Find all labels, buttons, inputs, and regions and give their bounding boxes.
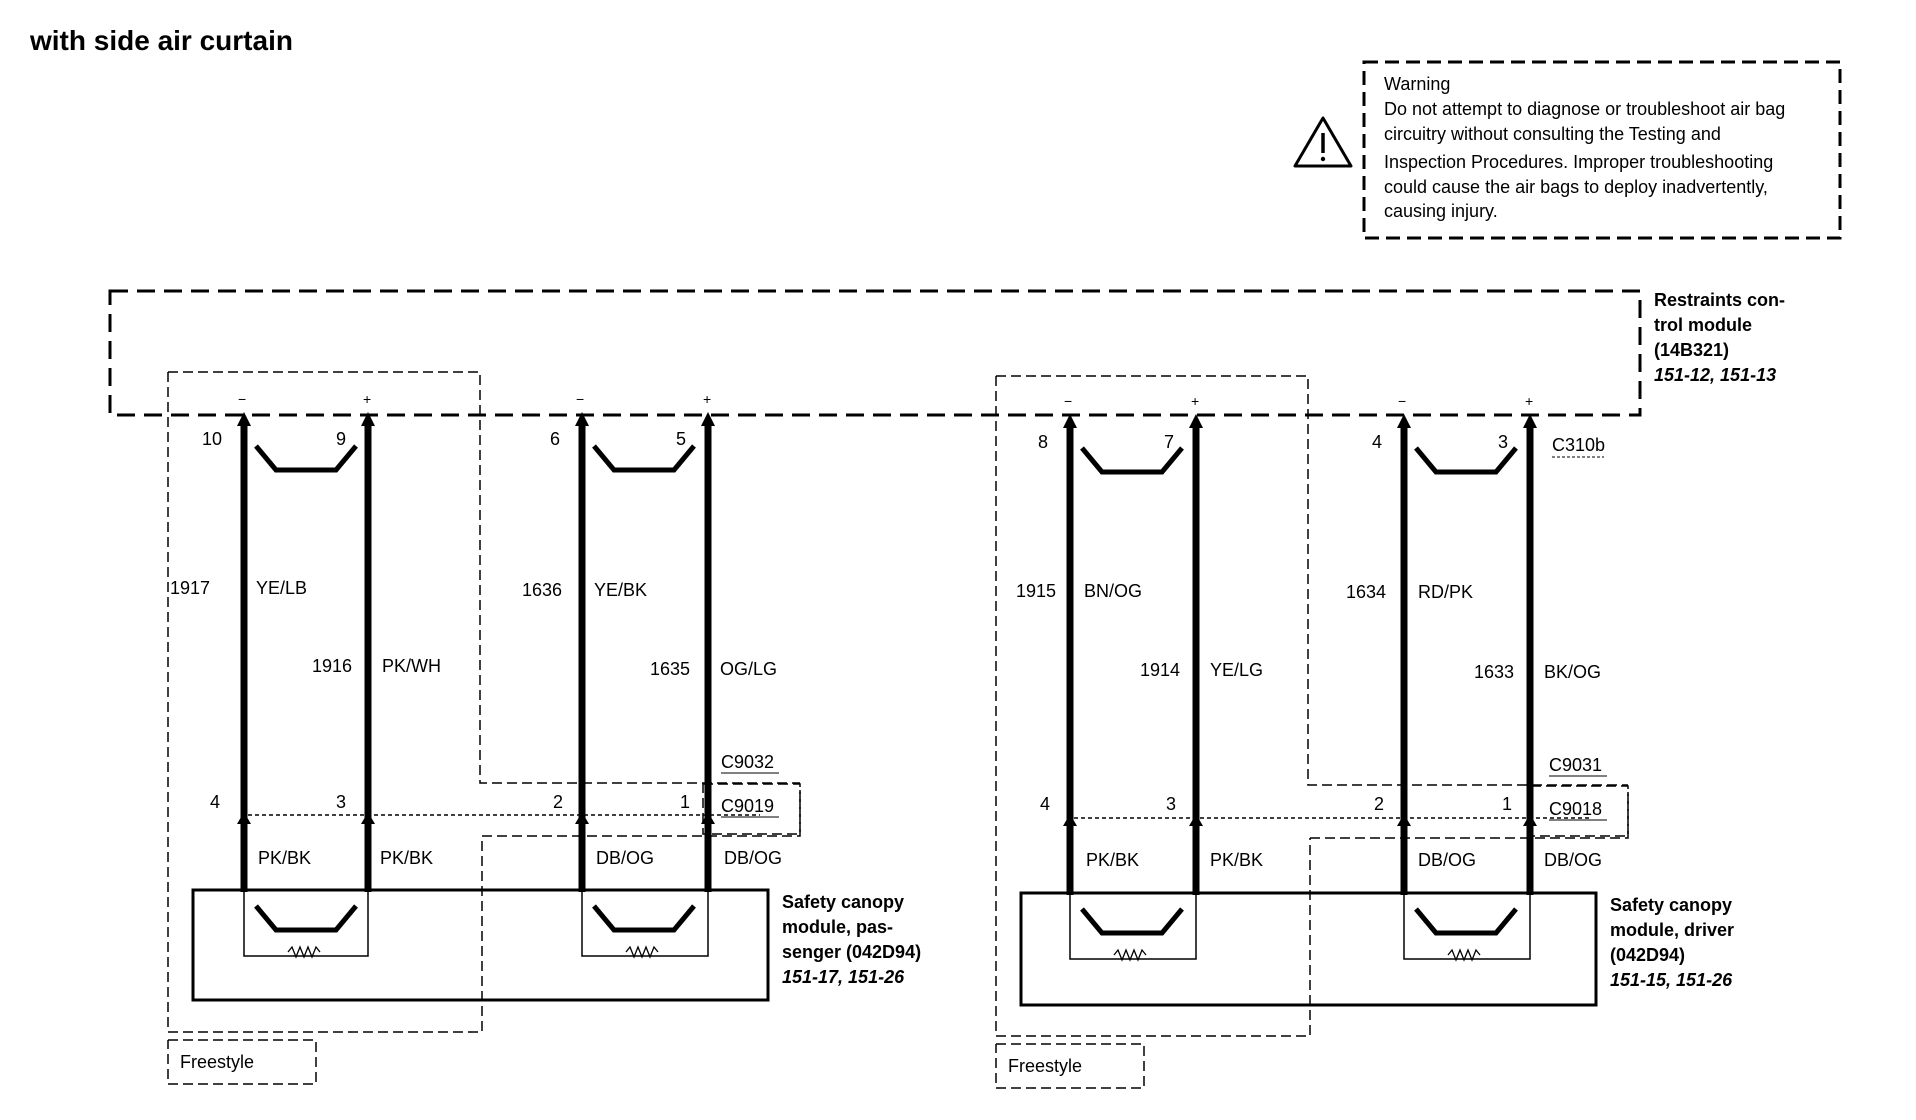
warning-line: causing injury. <box>1384 201 1498 221</box>
wire-color: PK/BK <box>258 848 311 868</box>
warning-line: circuitry without consulting the Testing… <box>1384 124 1721 144</box>
circuit-number: 1636 <box>522 580 562 600</box>
wire-color: BK/OG <box>1544 662 1601 682</box>
wire-pair-3 <box>1063 414 1203 962</box>
wire-color: DB/OG <box>596 848 654 868</box>
polarity-mark: − <box>238 391 246 407</box>
resistor-icon <box>625 945 659 959</box>
wire-color: RD/PK <box>1418 582 1473 602</box>
module-label-line: module, driver <box>1610 920 1734 940</box>
module-label-line: senger (042D94) <box>782 942 921 962</box>
pin-number: 4 <box>1372 432 1382 452</box>
restraints-control-module: Restraints con- trol module (14B321) 151… <box>108 289 1785 458</box>
module-label-line: Safety canopy <box>1610 895 1732 915</box>
wire-color: PK/BK <box>1210 850 1263 870</box>
module-label-line: module, pas- <box>782 917 893 937</box>
polarity-mark: − <box>576 391 584 407</box>
wire-color: PK/BK <box>380 848 433 868</box>
passenger-module-box <box>191 888 770 1002</box>
freestyle-label: Freestyle <box>1008 1056 1082 1076</box>
wire-pair-4 <box>1397 414 1537 962</box>
module-label-line: Safety canopy <box>782 892 904 912</box>
wire-pair-1 <box>237 412 375 959</box>
squib-bottom-icon <box>1414 907 1518 936</box>
circuit-number: 1634 <box>1346 582 1386 602</box>
circuit-number: 1914 <box>1140 660 1180 680</box>
polarity-mark: − <box>1064 393 1072 409</box>
rcm-label-line: (14B321) <box>1654 340 1729 360</box>
wire-color: PK/WH <box>382 656 441 676</box>
connector-c310b: C310b <box>1552 435 1605 455</box>
wire-color: YE/LG <box>1210 660 1263 680</box>
pin-number: 9 <box>336 429 346 449</box>
pin-number: 4 <box>1040 794 1050 814</box>
circuit-number: 1917 <box>170 578 210 598</box>
pin-number: 1 <box>1502 794 1512 814</box>
warning-line: Do not attempt to diagnose or troublesho… <box>1384 99 1785 119</box>
pin-number: 2 <box>553 792 563 812</box>
pin-number: 8 <box>1038 432 1048 452</box>
driver-module-box <box>1019 891 1598 1007</box>
squib-top-icon <box>1414 446 1518 475</box>
connector-label: C9031 <box>1549 755 1602 775</box>
wire-color: DB/OG <box>724 848 782 868</box>
pin-number: 3 <box>1498 432 1508 452</box>
squib-top-icon <box>592 444 696 473</box>
pin-number: 1 <box>680 792 690 812</box>
warning-box: Warning Do not attempt to diagnose or tr… <box>1293 60 1842 240</box>
polarity-mark: + <box>1191 393 1199 409</box>
squib-bottom-icon <box>1080 907 1184 936</box>
rcm-refs: 151-12, 151-13 <box>1654 365 1776 385</box>
wire-color: DB/OG <box>1544 850 1602 870</box>
wire-color: BN/OG <box>1084 581 1142 601</box>
pin-number: 2 <box>1374 794 1384 814</box>
connector-label: C9019 <box>721 796 774 816</box>
connector-label: C9018 <box>1549 799 1602 819</box>
wire-color: YE/LB <box>256 578 307 598</box>
squib-top-icon <box>254 444 358 473</box>
circuit-number: 1916 <box>312 656 352 676</box>
pin-number: 6 <box>550 429 560 449</box>
wire-color: PK/BK <box>1086 850 1139 870</box>
circuit-number: 1915 <box>1016 581 1056 601</box>
squib-bottom-icon <box>254 904 358 933</box>
polarity-mark: + <box>363 391 371 407</box>
warning-line: could cause the air bags to deploy inadv… <box>1384 177 1768 197</box>
module-refs: 151-15, 151-26 <box>1610 970 1733 990</box>
polarity-mark: + <box>703 391 711 407</box>
module-refs: 151-17, 151-26 <box>782 967 905 987</box>
warning-line: Inspection Procedures. Improper troubles… <box>1384 152 1773 172</box>
connector-label: C9032 <box>721 752 774 772</box>
warning-heading: Warning <box>1384 74 1450 94</box>
wire-color: OG/LG <box>720 659 777 679</box>
pin-number: 7 <box>1164 432 1174 452</box>
polarity-mark: + <box>1525 393 1533 409</box>
rcm-label-line: trol module <box>1654 315 1752 335</box>
pin-number: 5 <box>676 429 686 449</box>
warning-triangle-icon <box>1293 116 1353 168</box>
squib-bottom-icon <box>592 904 696 933</box>
squib-top-icon <box>1080 446 1184 475</box>
resistor-icon <box>1113 948 1147 962</box>
module-label-line: (042D94) <box>1610 945 1685 965</box>
pin-number: 3 <box>336 792 346 812</box>
circuit-number: 1633 <box>1474 662 1514 682</box>
circuit-number: 1635 <box>650 659 690 679</box>
resistor-icon <box>287 945 321 959</box>
wire-color: YE/BK <box>594 580 647 600</box>
resistor-icon <box>1447 948 1481 962</box>
freestyle-label: Freestyle <box>180 1052 254 1072</box>
driver-section: Freestyle − + <box>995 375 1734 1089</box>
polarity-mark: − <box>1398 393 1406 409</box>
pin-number: 4 <box>210 792 220 812</box>
page-title: with side air curtain <box>29 25 293 56</box>
wire-pair-2 <box>575 412 715 959</box>
pin-number: 10 <box>202 429 222 449</box>
passenger-section: Freestyle <box>167 371 921 1085</box>
rcm-label-line: Restraints con- <box>1654 290 1785 310</box>
pin-number: 3 <box>1166 794 1176 814</box>
wire-color: DB/OG <box>1418 850 1476 870</box>
